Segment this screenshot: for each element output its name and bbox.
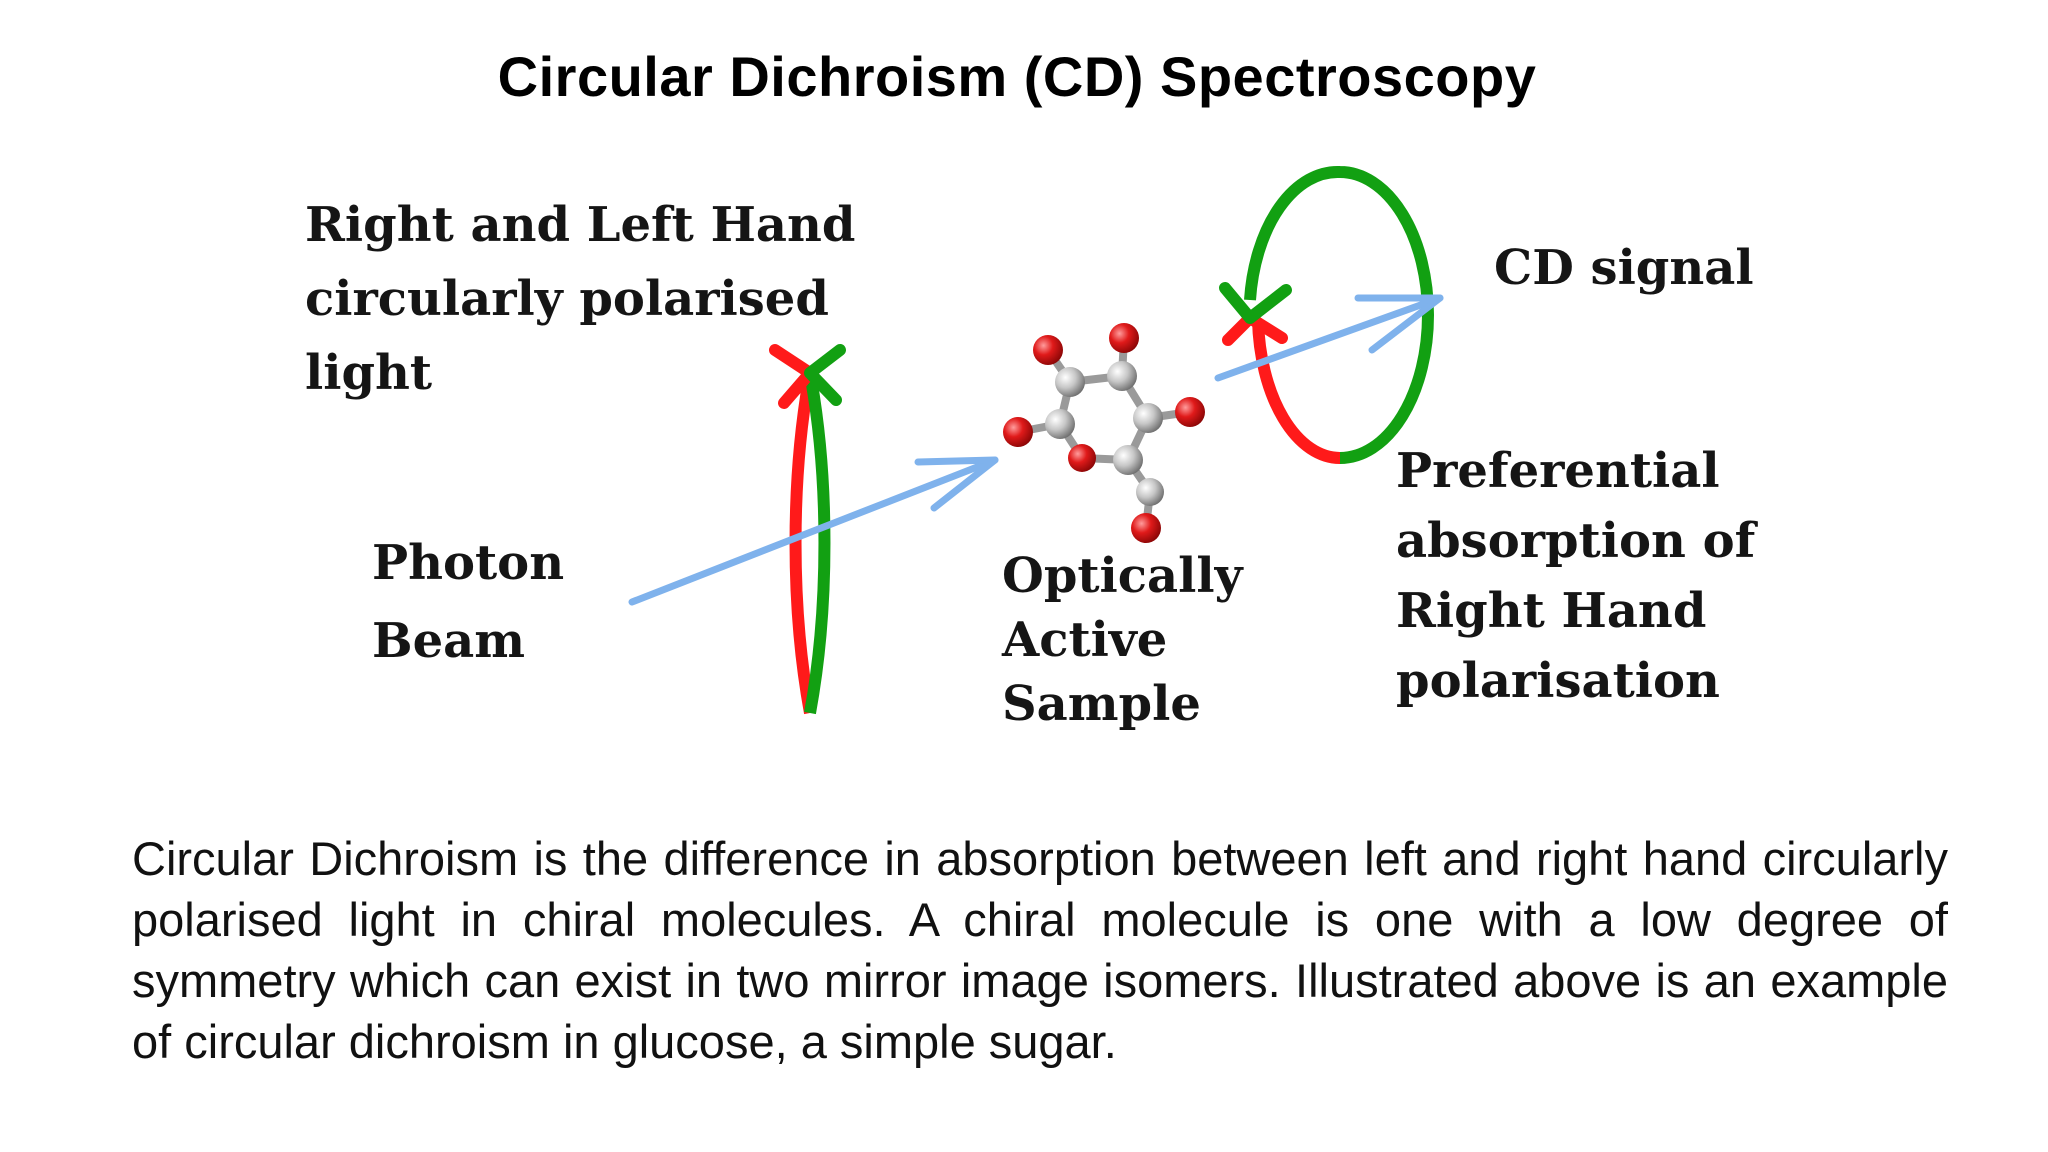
description-paragraph: Circular Dichroism is the difference in …: [132, 832, 1948, 1068]
label-line: Beam: [372, 613, 525, 669]
page-title: Circular Dichroism (CD) Spectroscopy: [497, 45, 1537, 108]
label-line: Photon: [372, 535, 565, 591]
transmitted-beam-arrow: [1214, 294, 1444, 382]
label-line: circularly polarised: [305, 271, 829, 327]
cd-diagram: [628, 165, 1444, 715]
label-line: Optically: [1002, 548, 1243, 604]
photon-beam-arrow: [628, 456, 999, 606]
label-line: Active: [1002, 612, 1168, 668]
preferential-absorption-label: Preferential absorption of Right Hand po…: [1396, 436, 1755, 716]
right-hand-arc: [789, 371, 816, 715]
label-line: Preferential: [1396, 443, 1720, 499]
label-line: absorption of: [1396, 513, 1756, 569]
label-line: polarisation: [1396, 653, 1720, 709]
incident-polarisation-loop: [769, 344, 846, 715]
left-hand-arc-out: [1244, 165, 1434, 464]
glucose-molecule-icon: [1003, 323, 1205, 543]
label-line: Sample: [1002, 676, 1201, 732]
label-line: Right and Left Hand: [305, 197, 856, 253]
cd-signal-loop: [1219, 165, 1434, 465]
left-hand-arrowhead: [804, 344, 846, 406]
left-hand-arrowhead-out: [1219, 282, 1292, 324]
incident-light-label: Right and Left Hand circularly polarised…: [305, 188, 855, 410]
label-line: Right Hand: [1396, 583, 1707, 639]
cd-signal-label: CD signal: [1494, 240, 1754, 296]
left-hand-arc: [804, 371, 831, 715]
photon-beam-label: Photon Beam: [372, 524, 564, 680]
right-hand-arc-absorbed: [1252, 319, 1341, 465]
sample-label: Optically Active Sample: [1002, 544, 1242, 736]
label-line: light: [305, 345, 433, 401]
